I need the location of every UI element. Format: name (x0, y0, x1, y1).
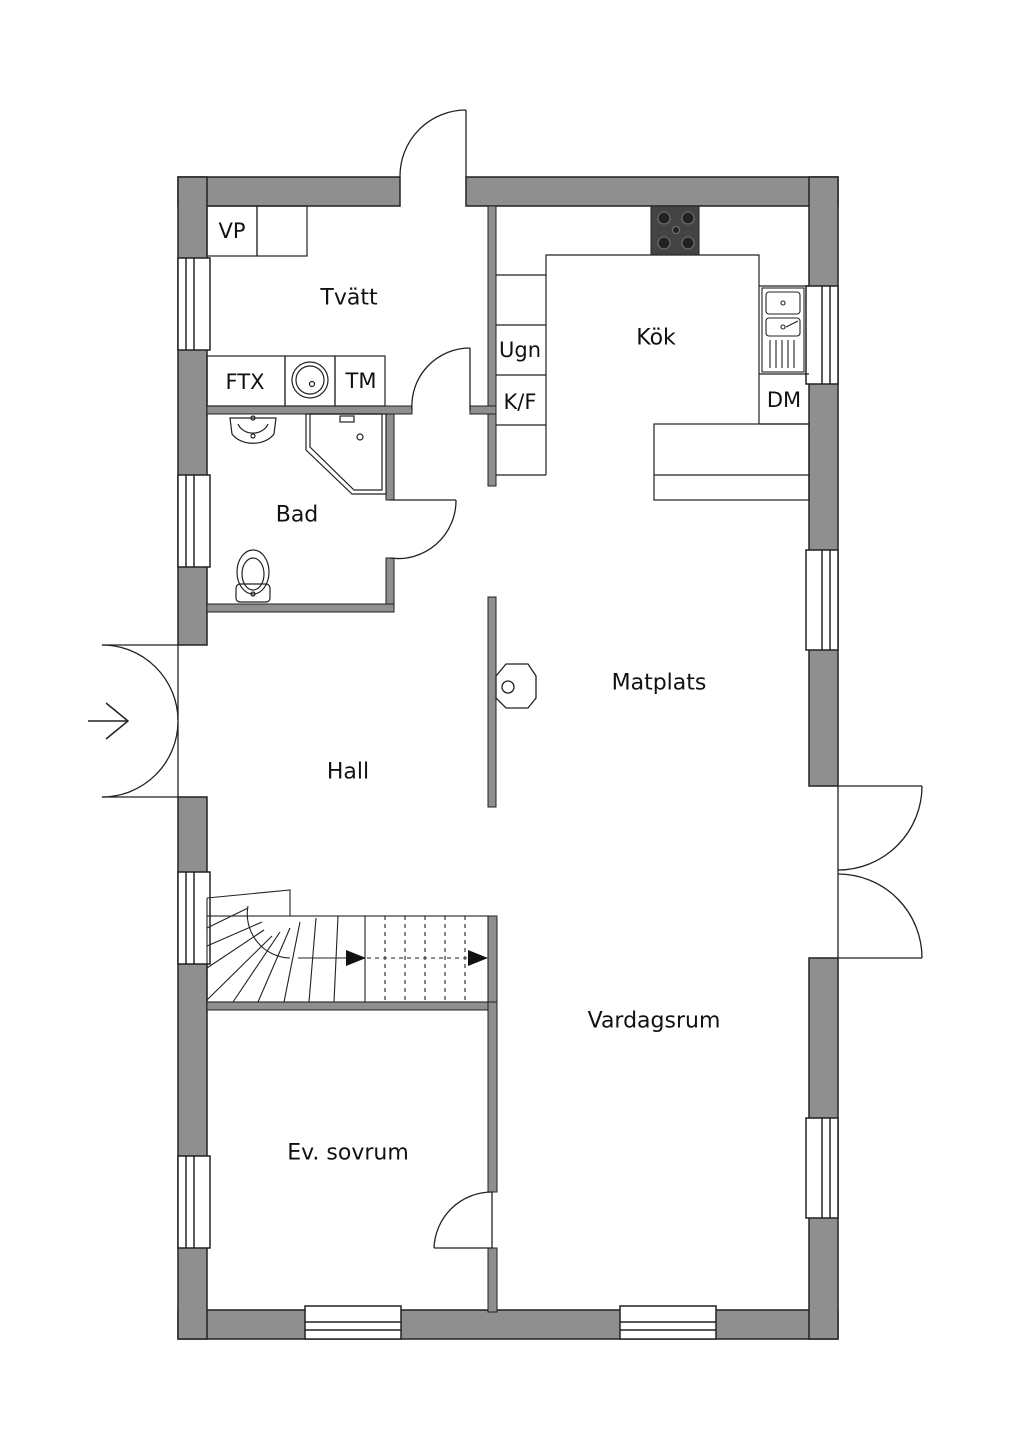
sink-icon (761, 287, 805, 373)
entrance-arrow-icon (88, 702, 130, 740)
stairs (206, 889, 489, 1003)
room-label-sovrum: Ev. sovrum (287, 1140, 409, 1166)
laundry-fixtures (206, 205, 386, 407)
fixture-label-ftx: FTX (225, 370, 265, 394)
room-label-matplats: Matplats (611, 670, 707, 696)
shower-icon (305, 413, 387, 495)
kitchen-counter (496, 254, 810, 501)
fixture-label-vp: VP (218, 219, 246, 243)
room-label-hall: Hall (326, 759, 370, 785)
room-label-vardagsrum: Vardagsrum (587, 1008, 721, 1034)
chimney-icon (495, 663, 537, 709)
toilet-icon (235, 549, 271, 603)
washbasin-icon (291, 361, 329, 399)
stove-icon (650, 205, 700, 256)
washbasin-icon (229, 415, 277, 444)
windows (177, 257, 839, 1340)
doors (101, 109, 923, 1249)
stair-arrow-icon (346, 950, 488, 966)
room-label-tvatt: Tvätt (320, 285, 378, 311)
interior-walls (206, 205, 498, 1313)
fixture-label-tm: TM (345, 369, 377, 393)
fixture-label-kf: K/F (503, 390, 537, 414)
fixture-label-ugn: Ugn (498, 338, 542, 362)
room-label-kok: Kök (636, 325, 676, 351)
fixture-label-dm: DM (766, 388, 802, 412)
room-label-bad: Bad (275, 502, 319, 528)
